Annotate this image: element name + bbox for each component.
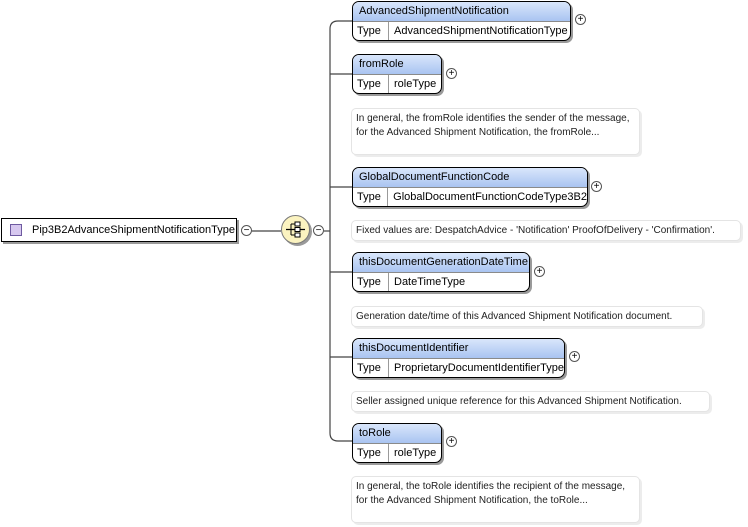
element-box-AdvancedShipmentNotification[interactable]: AdvancedShipmentNotification Type Advanc… xyxy=(352,1,571,41)
sequence-compositor-icon[interactable] xyxy=(281,215,310,244)
expand-icon[interactable]: + xyxy=(575,14,586,25)
element-box-fromRole[interactable]: fromRole Type roleType xyxy=(352,54,442,94)
type-label: Type xyxy=(353,444,389,462)
expand-icon[interactable]: + xyxy=(591,181,602,192)
element-type-row: Type roleType xyxy=(353,444,441,462)
type-value: roleType xyxy=(394,447,437,459)
element-annotation-fromRole: In general, the fromRole identifies the … xyxy=(351,108,640,155)
collapse-icon[interactable]: − xyxy=(313,225,324,236)
element-box-thisDocumentIdentifier[interactable]: thisDocumentIdentifier Type ProprietaryD… xyxy=(352,338,565,378)
element-type-row: Type roleType xyxy=(353,75,441,93)
type-label: Type xyxy=(353,75,389,93)
expand-icon[interactable]: + xyxy=(534,266,545,277)
type-value: DateTimeType xyxy=(394,276,466,288)
element-annotation-toRole: In general, the toRole identifies the re… xyxy=(351,476,640,523)
element-name: thisDocumentIdentifier xyxy=(353,339,564,359)
element-type-row: Type AdvancedShipmentNotificationType xyxy=(353,22,570,40)
element-name: AdvancedShipmentNotification xyxy=(353,2,570,22)
type-value: roleType xyxy=(394,78,437,90)
element-name: toRole xyxy=(353,424,441,444)
element-type-row: Type ProprietaryDocumentIdentifierType xyxy=(353,359,564,377)
root-type-box[interactable]: Pip3B2AdvanceShipmentNotificationType xyxy=(1,218,237,242)
element-name: fromRole xyxy=(353,55,441,75)
element-annotation-GlobalDocumentFunctionCode: Fixed values are: DespatchAdvice - 'Noti… xyxy=(351,220,741,241)
element-box-toRole[interactable]: toRole Type roleType xyxy=(352,423,442,463)
type-value: AdvancedShipmentNotificationType xyxy=(394,25,568,37)
type-label: Type xyxy=(353,188,389,206)
collapse-icon[interactable]: − xyxy=(241,225,252,236)
element-box-GlobalDocumentFunctionCode[interactable]: GlobalDocumentFunctionCode Type GlobalDo… xyxy=(352,167,588,207)
type-label: Type xyxy=(353,359,389,377)
type-value: ProprietaryDocumentIdentifierType xyxy=(394,362,564,374)
sequence-glyph xyxy=(286,221,305,238)
element-annotation-thisDocumentIdentifier: Seller assigned unique reference for thi… xyxy=(351,391,710,412)
element-annotation-thisDocumentGenerationDateTime: Generation date/time of this Advanced Sh… xyxy=(351,306,703,327)
children-bus-line xyxy=(329,20,352,442)
type-label: Type xyxy=(353,273,389,291)
type-value: GlobalDocumentFunctionCodeType3B2 xyxy=(393,191,587,203)
element-box-thisDocumentGenerationDateTime[interactable]: thisDocumentGenerationDateTime Type Date… xyxy=(352,252,530,292)
expand-icon[interactable]: + xyxy=(446,68,457,79)
element-name: thisDocumentGenerationDateTime xyxy=(353,253,529,273)
expand-icon[interactable]: + xyxy=(569,351,580,362)
root-type-name: Pip3B2AdvanceShipmentNotificationType xyxy=(32,224,236,236)
expand-icon[interactable]: + xyxy=(446,436,457,447)
element-type-row: Type GlobalDocumentFunctionCodeType3B2 xyxy=(353,188,587,206)
type-label: Type xyxy=(353,22,389,40)
element-name: GlobalDocumentFunctionCode xyxy=(353,168,587,188)
complex-type-icon xyxy=(10,224,22,236)
element-type-row: Type DateTimeType xyxy=(353,273,529,291)
